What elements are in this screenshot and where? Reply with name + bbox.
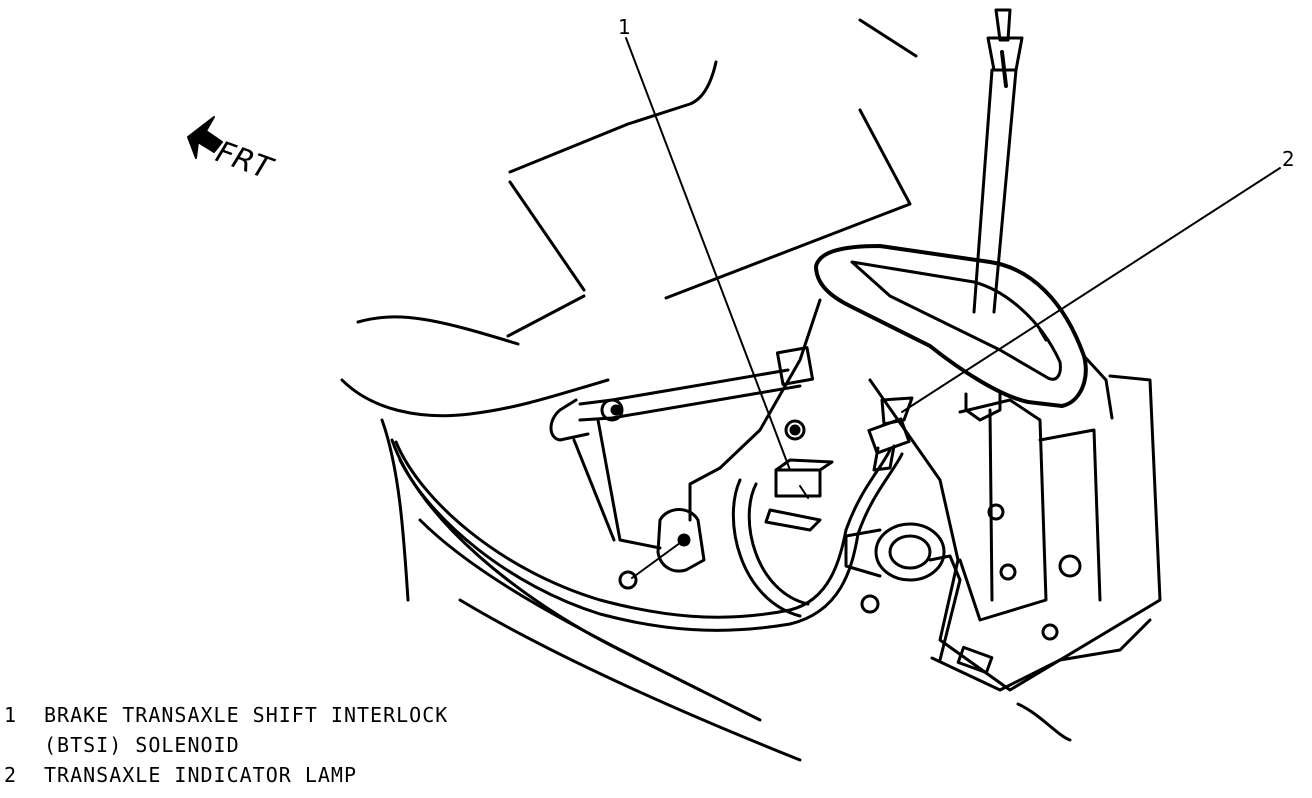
shifter-base <box>688 298 1162 692</box>
legend-number: 1 <box>4 703 18 727</box>
shifter-bezel <box>814 244 1114 420</box>
wiring-harness <box>394 440 904 632</box>
legend-item: 1 BRAKE TRANSAXLE SHIFT INTERLOCK <box>0 700 700 730</box>
front-arrow-icon <box>187 116 223 159</box>
legend-text: TRANSAXLE INDICATOR LAMP <box>44 763 357 787</box>
pivot-bushing <box>844 522 962 662</box>
cable-bracket <box>618 508 706 590</box>
callout-2-number: 2 <box>1282 147 1295 171</box>
callout-1-leader <box>625 37 791 471</box>
transaxle-indicator-lamp <box>867 396 914 472</box>
btsi-solenoid <box>764 419 834 532</box>
callout-1-number: 1 <box>618 15 631 39</box>
legend-item-continued: (BTSI) SOLENOID <box>0 730 700 760</box>
console-body <box>340 18 1072 762</box>
legend-text: BRAKE TRANSAXLE SHIFT INTERLOCK <box>44 703 449 727</box>
legend-item: 2 TRANSAXLE INDICATOR LAMP <box>0 760 700 790</box>
shift-lever <box>972 8 1024 314</box>
callout-2-leader <box>901 167 1281 413</box>
legend: 1 BRAKE TRANSAXLE SHIFT INTERLOCK (BTSI)… <box>0 700 700 790</box>
shift-cable <box>549 346 815 550</box>
front-direction-label: FRT <box>211 135 279 188</box>
legend-number: 2 <box>4 763 18 787</box>
legend-text: (BTSI) SOLENOID <box>44 733 240 757</box>
